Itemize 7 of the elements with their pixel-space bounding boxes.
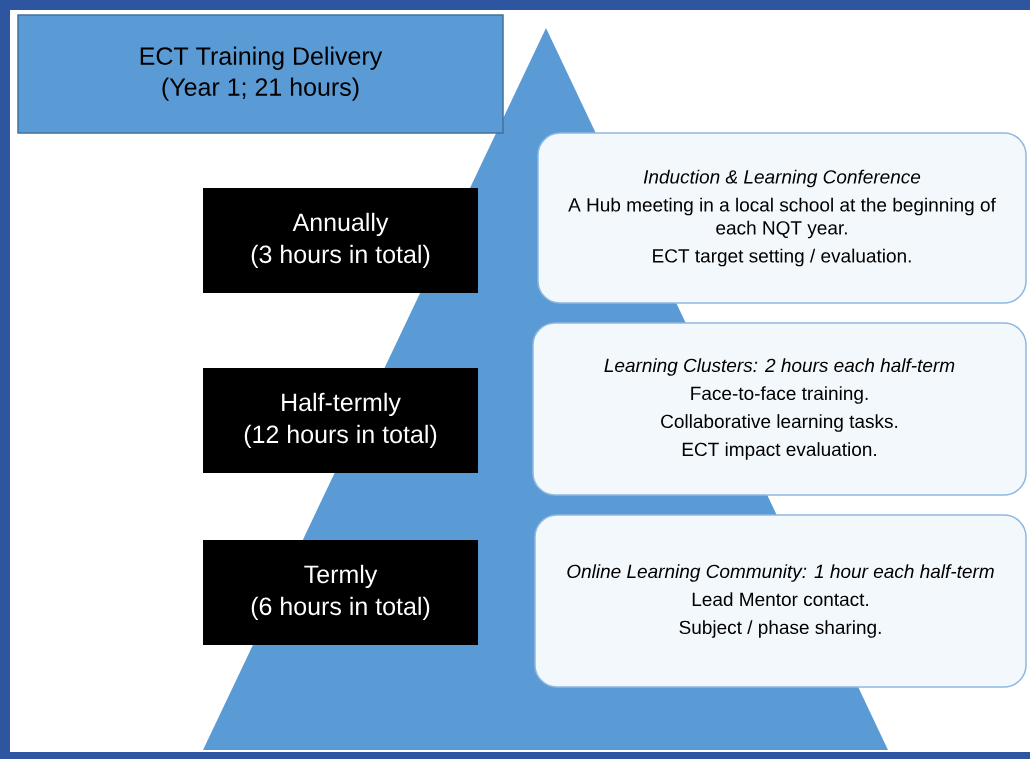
title-box: ECT Training Delivery (Year 1; 21 hours) bbox=[17, 14, 504, 134]
info-box: Online Learning Community: 1 hour each half-term Lead Mentor contact. Subject / phase sharing. bbox=[534, 514, 1027, 688]
level-box: Half-termly (12 hours in total) bbox=[203, 368, 478, 473]
level-box: Annually (3 hours in total) bbox=[203, 188, 478, 293]
info-box: Learning Clusters: 2 hours each half-term Face-to-face training. Collaborative learning tasks. ECT impact evaluation. bbox=[532, 322, 1027, 496]
info-box: Induction & Learning Conference A Hub meeting in a local school at the beginning of each NQT year. ECT target setting / evaluation. bbox=[537, 132, 1027, 304]
level-box: Termly (6 hours in total) bbox=[203, 540, 478, 645]
